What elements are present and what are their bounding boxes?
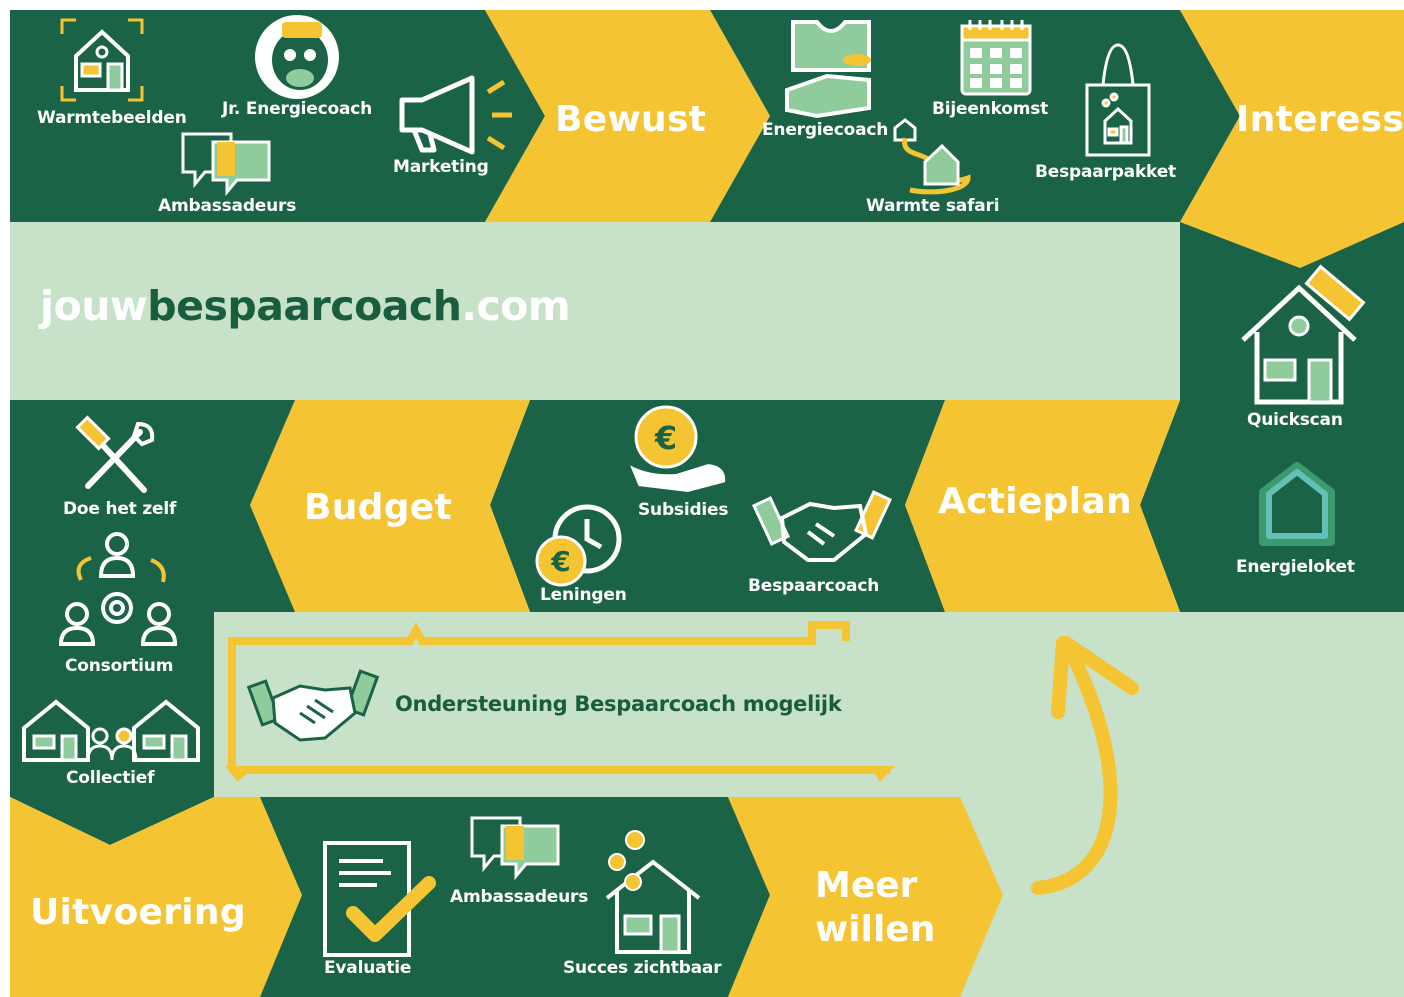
- handshake-bespaarcoach-icon: [751, 490, 893, 562]
- small-house-icon: [893, 118, 917, 142]
- handshake-icon: [246, 669, 380, 742]
- row1-green-left: [10, 10, 545, 222]
- label-bespaarcoach: Bespaarcoach: [748, 576, 880, 596]
- chevron-bewust: [485, 10, 770, 222]
- label-warmtebeelden: Warmtebeelden: [37, 108, 187, 128]
- label-ambassadeurs-bottom: Ambassadeurs: [450, 887, 589, 907]
- house-ruler-icon: [1241, 264, 1366, 405]
- label-ambassadeurs-top: Ambassadeurs: [158, 196, 297, 216]
- stage-uitvoering: Uitvoering: [30, 892, 246, 933]
- stage-interesse: Interesse: [1236, 99, 1404, 140]
- coach-shirt-icon: [785, 20, 871, 119]
- row5-green-mid: [260, 797, 770, 997]
- chevron-actieplan: [905, 400, 1180, 612]
- house-thermal-icon: [60, 18, 144, 102]
- bracket-tick-right: [870, 766, 895, 782]
- bracket-tick-left: [225, 766, 255, 782]
- stage-meer-willen-line1: Meer: [815, 865, 918, 906]
- label-jr-energiecoach: Jr. Energiecoach: [222, 99, 373, 119]
- stage-bewust: Bewust: [555, 99, 707, 140]
- megaphone-icon: [399, 75, 512, 155]
- euro-hand-icon: €: [625, 405, 728, 495]
- chevron-budget: [250, 400, 530, 612]
- svg-text:€: €: [654, 419, 677, 457]
- stage-meer-willen: Meer willen: [815, 864, 935, 952]
- house-coins-icon: [605, 830, 701, 954]
- stage-actieplan: Actieplan: [938, 481, 1132, 522]
- label-marketing: Marketing: [393, 157, 489, 177]
- curved-arrow-icon: [1031, 636, 1139, 895]
- stage-meer-willen-line2: willen: [815, 909, 936, 950]
- chat-bubbles-icon: [181, 132, 271, 197]
- label-subsidies: Subsidies: [638, 500, 729, 520]
- light-band-top: [10, 222, 1190, 400]
- logo-part-bespaarcoach: bespaarcoach: [147, 282, 462, 330]
- label-energieloket: Energieloket: [1236, 557, 1355, 577]
- right-column-green: [1140, 222, 1404, 612]
- safari-path-icon: [902, 137, 971, 195]
- euro-clock-icon: €: [535, 504, 622, 587]
- website-logo[interactable]: jouwbespaarcoach.com: [40, 282, 571, 330]
- stage-budget: Budget: [304, 487, 453, 528]
- chevron-uitvoering: [10, 797, 302, 997]
- label-evaluatie: Evaluatie: [324, 958, 412, 978]
- logo-part-com: .com: [461, 282, 571, 330]
- people-gear-icon: [58, 532, 178, 646]
- tote-bag-icon: [1085, 43, 1151, 157]
- logo-part-jouw: jouw: [40, 282, 148, 330]
- label-consortium: Consortium: [65, 656, 174, 676]
- checklist-icon: [323, 841, 436, 957]
- tools-icon: [75, 415, 155, 493]
- label-quickscan: Quickscan: [1247, 410, 1343, 430]
- support-text: Ondersteuning Bespaarcoach mogelijk: [395, 692, 842, 716]
- label-energiecoach: Energiecoach: [762, 120, 889, 140]
- chevron-meer-willen: [728, 797, 1003, 997]
- cow-mascot-icon: [255, 15, 339, 99]
- energieloket-icon: [1259, 462, 1335, 546]
- label-collectief: Collectief: [66, 768, 155, 788]
- label-bespaarpakket: Bespaarpakket: [1035, 162, 1176, 182]
- label-succes-zichtbaar: Succes zichtbaar: [563, 958, 722, 978]
- label-doe-het-zelf: Doe het zelf: [63, 499, 177, 519]
- svg-text:€: €: [550, 545, 570, 578]
- chevron-interesse: [1180, 10, 1404, 268]
- chat-bubbles-bottom-icon: [470, 816, 560, 881]
- houses-group-icon: [22, 699, 200, 762]
- label-leningen: Leningen: [540, 585, 627, 605]
- label-bijeenkomst: Bijeenkomst: [932, 99, 1049, 119]
- calendar-icon: [960, 20, 1032, 96]
- label-warmte-safari: Warmte safari: [866, 196, 1000, 216]
